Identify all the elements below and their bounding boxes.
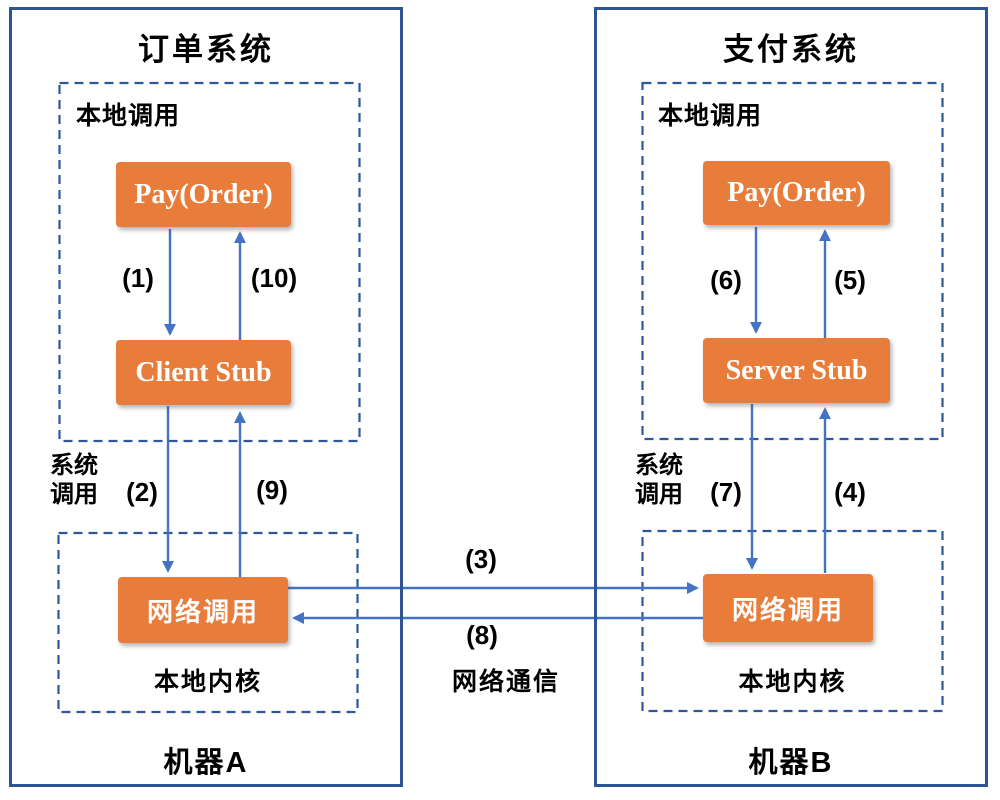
kernel-label-left: 本地内核 <box>153 668 262 696</box>
step-label-4: (4) <box>834 477 866 507</box>
network-call-box-right: 网络调用 <box>703 574 873 642</box>
local-call-label-left: 本地调用 <box>76 102 181 130</box>
order-system-box <box>9 7 403 787</box>
step-label-3: (3) <box>465 544 497 574</box>
step-label-1: (1) <box>122 263 154 293</box>
pay-order-box-left: Pay(Order) <box>116 162 291 227</box>
kernel-label-right: 本地内核 <box>738 668 847 696</box>
network-call-box-left: 网络调用 <box>118 577 288 643</box>
step-label-2: (2) <box>126 477 158 507</box>
order-system-title: 订单系统 <box>138 32 274 67</box>
local-call-region-right <box>641 81 944 441</box>
pay-order-box-right: Pay(Order) <box>703 161 890 225</box>
step-label-7: (7) <box>710 477 742 507</box>
local-call-region-left <box>58 81 361 443</box>
client-stub-box: Client Stub <box>116 340 291 405</box>
step-label-8: (8) <box>466 620 498 650</box>
network-comm-label: 网络通信 <box>451 668 560 696</box>
kernel-region-right <box>641 529 944 713</box>
server-stub-box: Server Stub <box>703 338 890 403</box>
step-label-5: (5) <box>834 265 866 295</box>
payment-system-box <box>594 7 988 787</box>
payment-system-title: 支付系统 <box>723 32 859 67</box>
step-label-6: (6) <box>710 265 742 295</box>
local-call-label-right: 本地调用 <box>658 102 763 130</box>
system-call-label-left: 系统 调用 <box>50 452 98 508</box>
step-label-10: (10) <box>250 263 298 293</box>
machine-a-label: 机器A <box>163 747 249 779</box>
machine-b-label: 机器B <box>748 747 834 779</box>
system-call-label-right: 系统 调用 <box>635 452 683 508</box>
step-label-9: (9) <box>256 475 288 505</box>
